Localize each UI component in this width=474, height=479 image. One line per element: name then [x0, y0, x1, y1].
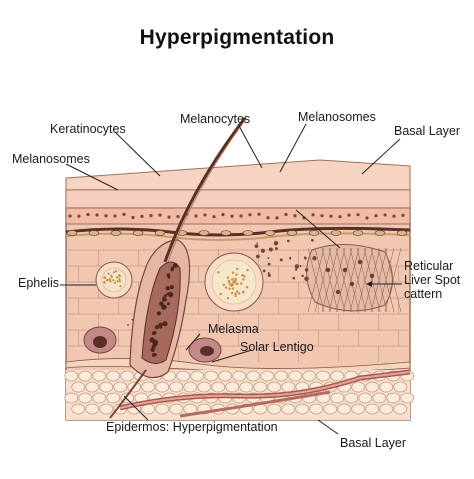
label-melanosomes-left: Melanosomes	[12, 152, 90, 166]
pigment-spot-round	[204, 252, 264, 312]
label-liver-spot: Liver Spot	[404, 273, 461, 287]
fat-cells	[64, 370, 415, 415]
label-cattern: cattern	[404, 287, 443, 301]
stratum-corneum-band	[65, 189, 411, 209]
blood-vessel-highlight	[119, 371, 411, 409]
label-melanocytes: Melanocytes	[180, 112, 251, 126]
hair-shaft	[163, 117, 247, 263]
melanosome-band	[65, 207, 411, 225]
label-melasma: Melasma	[208, 322, 259, 336]
reticular-pointer-arrow	[366, 281, 372, 287]
hair-shaft-highlight	[167, 118, 247, 263]
label-keratinocytes: Keratinocytes	[50, 122, 126, 136]
melasma-lesion-left	[83, 326, 117, 354]
ephelis-lesion	[95, 261, 133, 299]
label-melanosomes-top: Melanosomes	[298, 110, 376, 124]
blood-vessel-lower	[179, 390, 331, 418]
label-ephelis: Ephelis	[18, 276, 59, 290]
hair-root-lower	[109, 369, 147, 419]
label-basal-layer-bottom: Basal Layer	[340, 436, 407, 450]
label-reticular: Reticular	[404, 259, 454, 273]
diagram-title: Hyperpigmentation	[139, 26, 335, 49]
leader-lines	[60, 123, 402, 435]
label-epidermos: Epidermos: Hyperpigmentation	[106, 420, 278, 434]
hair-follicle	[129, 239, 191, 379]
reticular-liver-spot	[306, 243, 402, 313]
basal-melanin-beads	[66, 230, 408, 236]
melasma-lesion-right	[188, 337, 222, 363]
label-solar-lentigo: Solar Lentigo	[240, 340, 314, 354]
melanosome-band-dots	[68, 212, 405, 220]
label-basal-layer-top: Basal Layer	[394, 124, 461, 138]
